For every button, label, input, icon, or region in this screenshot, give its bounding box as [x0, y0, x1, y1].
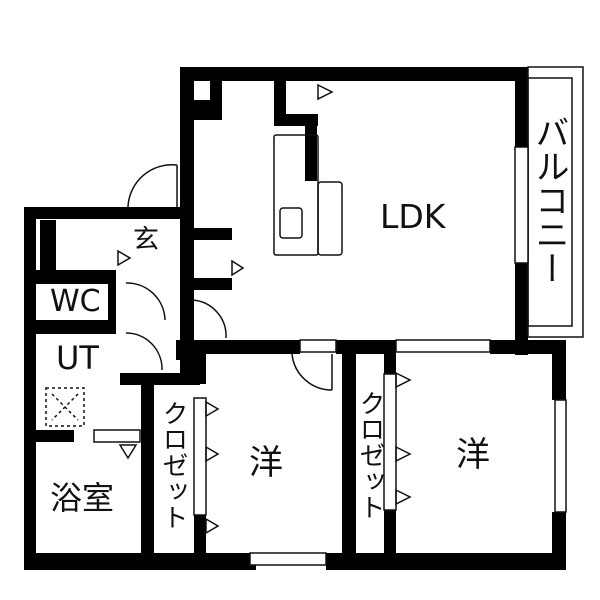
room-label-ldk: LDK — [380, 197, 446, 236]
room-label-entrance: 玄 — [133, 225, 160, 255]
room-label-utility: UT — [56, 339, 99, 377]
room-label-western-2: 洋 — [456, 435, 490, 475]
room-label-balcony: バルコニー — [529, 115, 569, 285]
room-label-bath: 浴室 — [50, 479, 115, 517]
room-label-closet-2: クロゼット — [355, 390, 385, 520]
room-label-closet-1: クロゼット — [158, 400, 188, 530]
walls — [24, 67, 566, 570]
room-label-wc: WC — [50, 284, 101, 319]
room-label-western-1: 洋 — [249, 443, 283, 483]
fixtures — [45, 66, 584, 566]
